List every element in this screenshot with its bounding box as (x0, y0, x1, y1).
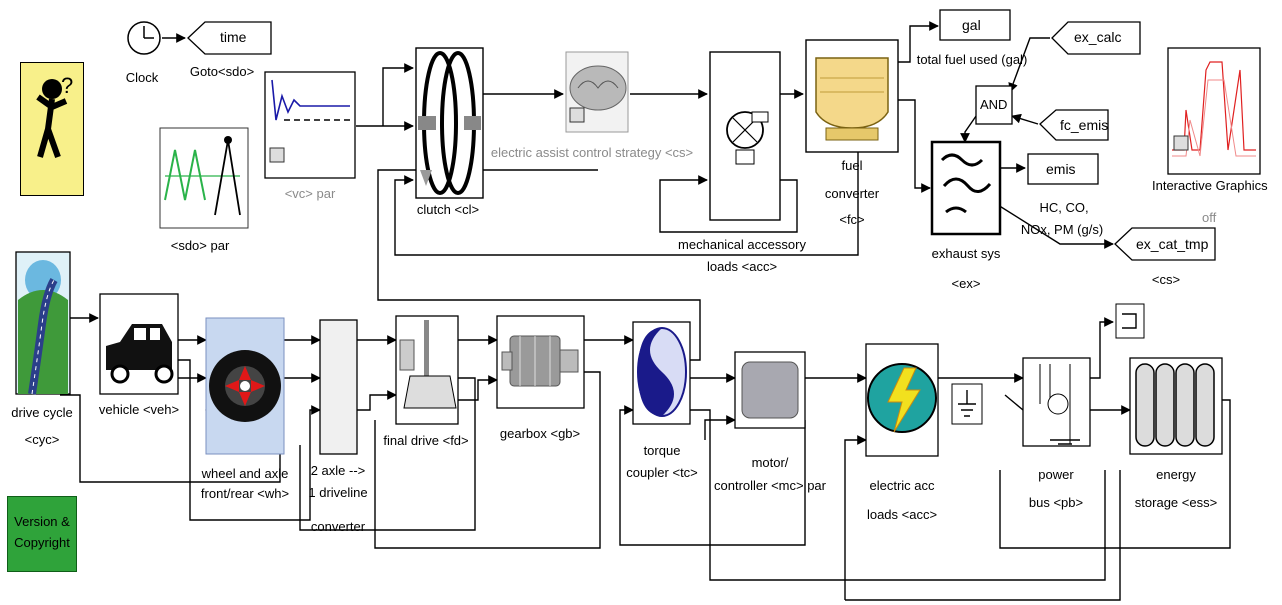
interactive-state-label: off (1202, 210, 1216, 225)
elec-acc-label-2: loads <acc> (867, 507, 937, 522)
version-label-1: Version & (8, 511, 76, 532)
elec-acc-label-1: electric acc (869, 478, 934, 493)
fuel-label-1: fuel (842, 158, 863, 173)
energy-label-1: energy (1156, 467, 1196, 482)
electric-acc-block[interactable] (866, 344, 938, 456)
power-bus-label-1: power (1038, 467, 1073, 482)
vc-par-label: <vc> par (285, 186, 336, 201)
sdo-par-label: <sdo> par (171, 238, 230, 253)
drive-cycle-label-1: drive cycle (11, 405, 72, 420)
ex-cat-cs-label: <cs> (1152, 272, 1180, 287)
mech-acc-label-1: mechanical accessory (678, 237, 806, 252)
gearbox-block[interactable] (497, 316, 584, 408)
mechanical-accessory-block[interactable] (710, 52, 780, 220)
clutch-block[interactable] (416, 48, 483, 198)
gal-label: total fuel used (gal) (917, 52, 1028, 67)
axle-converter-block[interactable] (320, 320, 357, 454)
version-label-2: Copyright (8, 532, 76, 553)
goto-tag-text: time (220, 29, 246, 45)
fuel-label-3: <fc> (839, 212, 864, 227)
svg-text:?: ? (61, 73, 73, 98)
exhaust-label-1: exhaust sys (932, 246, 1001, 261)
wheel-and-axle-block[interactable] (206, 318, 284, 454)
final-drive-label: final drive <fd> (383, 433, 468, 448)
goto-label: Goto<sdo> (190, 64, 254, 79)
wheel-label-1: wheel and axle (202, 466, 289, 481)
exhaust-label-2: <ex> (952, 276, 981, 291)
ex-calc-text: ex_calc (1074, 29, 1121, 45)
torque-label-2: coupler <tc> (626, 465, 698, 480)
and-gate-text: AND (980, 97, 1007, 113)
emis-label-2: NOx, PM (g/s) (1021, 222, 1103, 237)
fuel-converter-block[interactable] (806, 40, 898, 152)
motor-controller-block[interactable] (735, 352, 805, 428)
clock-icon[interactable] (128, 22, 160, 54)
wheel-label-2: front/rear <wh> (201, 486, 289, 501)
energy-label-2: storage <ess> (1135, 495, 1217, 510)
axle-label-3: converter (311, 519, 365, 534)
clutch-label: clutch <cl> (417, 202, 479, 217)
vehicle-label: vehicle <veh> (99, 402, 179, 417)
gearbox-label: gearbox <gb> (500, 426, 580, 441)
mech-acc-label-2: loads <acc> (707, 259, 777, 274)
axle-label-1: 2 axle --> (311, 463, 366, 478)
fc-emis-text: fc_emis (1060, 117, 1108, 133)
terminator-icon (1116, 304, 1144, 338)
control-strategy-label: electric assist control strategy <cs> (491, 145, 693, 160)
torque-coupler-block[interactable] (633, 322, 690, 424)
vehicle-car-icon[interactable] (100, 294, 178, 394)
motor-label-1: motor/ (752, 455, 789, 470)
axle-label-2: 1 driveline (308, 485, 367, 500)
ex-cat-tmp-text: ex_cat_tmp (1136, 236, 1208, 252)
final-drive-block[interactable] (396, 316, 458, 424)
fuel-label-2: converter (825, 186, 879, 201)
vc-par-scope-icon[interactable] (265, 72, 355, 178)
clock-label: Clock (126, 70, 159, 85)
interactive-graphics-label: Interactive Graphics (1152, 178, 1268, 193)
interactive-graphics-plot-icon[interactable] (1168, 48, 1260, 174)
gal-tag-text: gal (962, 17, 981, 33)
power-bus-block[interactable] (1023, 358, 1090, 446)
ground-icon (952, 384, 982, 424)
motor-label-2: controller <mc> par (714, 478, 826, 493)
control-strategy-brain-icon[interactable] (566, 52, 628, 132)
emis-label-1: HC, CO, (1039, 200, 1088, 215)
energy-storage-block[interactable] (1130, 358, 1222, 454)
power-bus-label-2: bus <pb> (1029, 495, 1083, 510)
help-figure-icon[interactable]: ? (20, 62, 84, 196)
drive-cycle-label-2: <cyc> (25, 432, 60, 447)
exhaust-system-block[interactable] (932, 142, 1000, 234)
sdo-par-plot-icon[interactable] (160, 128, 248, 228)
drive-cycle-road-icon[interactable] (16, 252, 70, 394)
emis-text: emis (1046, 161, 1076, 177)
version-copyright-button[interactable]: Version & Copyright (7, 496, 77, 572)
torque-label-1: torque (644, 443, 681, 458)
